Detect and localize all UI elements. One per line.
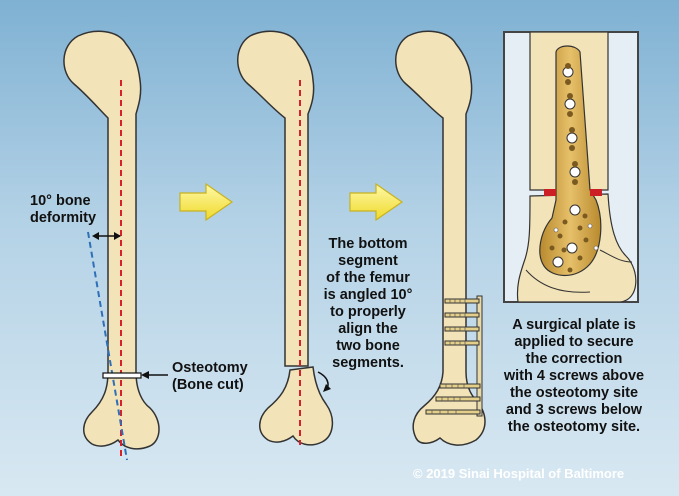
deformity-arrowhead-right — [114, 232, 121, 240]
axis-blue-1 — [87, 231, 128, 461]
osteotomy-pointer-head — [141, 371, 149, 379]
screw-slots-above — [565, 63, 578, 185]
surgical-plate-label: A surgical plate is applied to secure th… — [503, 317, 645, 435]
osteotomy-cut-1 — [102, 372, 142, 379]
inset-cut-left — [544, 189, 556, 196]
plate-inset — [503, 31, 639, 303]
femur-corrected-upper — [237, 30, 315, 367]
side-plate — [476, 295, 483, 417]
bottom-segment-label: The bottom segment of the femur is angle… — [323, 236, 413, 371]
screw-threads — [431, 299, 466, 414]
femur-original — [63, 30, 168, 461]
inset-cut-right — [590, 189, 602, 196]
femur-original-bone — [63, 30, 160, 450]
femur-corrected-lower — [259, 366, 334, 446]
femur-plated — [395, 30, 486, 446]
screws-side-view — [425, 298, 481, 415]
deformity-arrowhead-left — [92, 232, 99, 240]
femur-corrected — [237, 30, 334, 446]
plate-holes — [553, 223, 599, 251]
rotation-arrowhead — [323, 384, 331, 392]
deformity-label: 10° bone deformity — [30, 193, 97, 226]
copyright-notice: © 2019 Sinai Hospital of Baltimore — [413, 466, 625, 481]
screws-below — [552, 204, 581, 268]
transition-arrow-2 — [349, 182, 404, 222]
transition-arrow-1 — [179, 182, 234, 222]
screw-slots-below — [549, 213, 589, 273]
osteotomy-label: Osteotomy (Bone cut) — [172, 360, 248, 393]
